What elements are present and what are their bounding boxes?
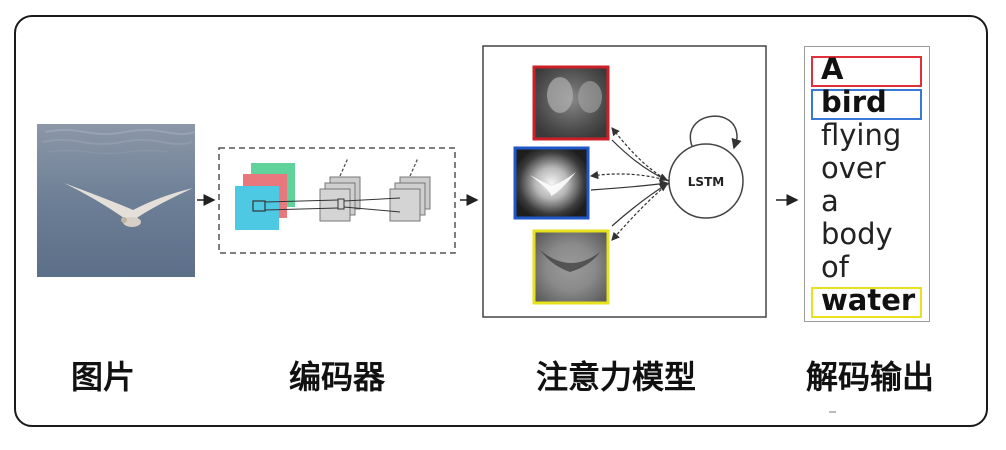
word-highlight-box: [811, 287, 922, 318]
stage-label-image: 图片: [70, 358, 136, 396]
input-photo: [37, 124, 196, 277]
caption-word: bird: [821, 85, 887, 119]
attention-block: LSTM: [482, 45, 767, 318]
word-highlight-box: [811, 89, 922, 120]
conv-stack-2: [389, 176, 431, 222]
caption-word: A: [821, 52, 844, 86]
stage-label-encoder: 编码器: [288, 358, 386, 396]
caption-word: over: [821, 151, 886, 185]
attention-arrows: [589, 127, 670, 241]
lstm-node: LSTM: [668, 115, 744, 219]
feature-map-cyan: [235, 186, 279, 230]
bird-icon: [64, 183, 193, 227]
lstm-label: LSTM: [688, 175, 724, 189]
attention-map-2: [513, 146, 590, 220]
conv-stack-1: [319, 176, 361, 222]
caption-word: water: [821, 283, 916, 317]
caption-word: flying: [821, 118, 902, 152]
caption-word: a: [821, 184, 839, 218]
word-highlight-box: [811, 56, 922, 87]
encoder-block: [218, 147, 456, 254]
lstm-recurrent-arrow: [689, 115, 742, 150]
stage-label-decoder-output: 解码输出: [805, 358, 935, 396]
caption-word: of: [821, 250, 849, 284]
attention-map-1: [532, 65, 610, 141]
caption-word: body: [821, 217, 893, 251]
attention-map-3: [532, 229, 610, 305]
stage-label-attention-model: 注意力模型: [535, 358, 697, 396]
